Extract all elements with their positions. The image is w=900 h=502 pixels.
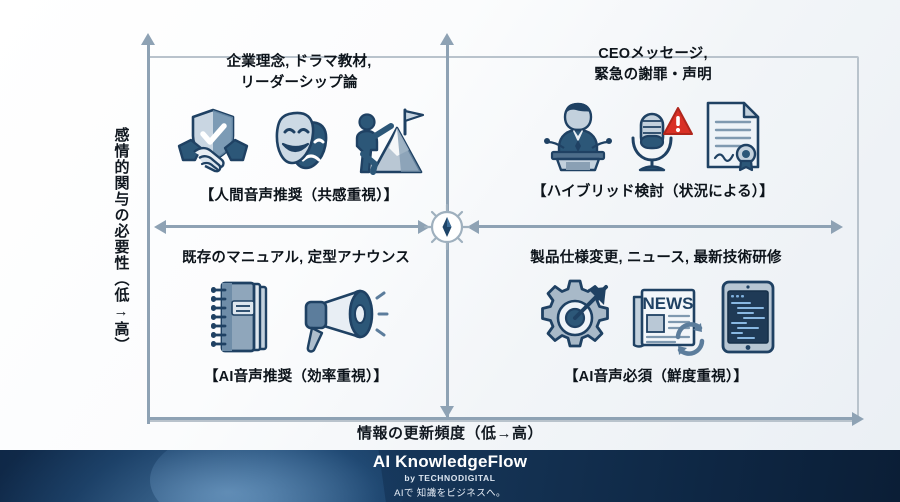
right-divider-arrow-right-icon [831,220,843,234]
megaphone-icon [298,285,389,355]
brand-byline: by TECHNODIGITAL [404,472,496,483]
brand-tagline: AIで 知識をビジネスへ。 [394,487,506,499]
left-divider-arrow-left-icon [154,220,166,234]
y-axis-arrow-up-icon [141,33,155,45]
x-axis-label: 情報の更新頻度（低→高） [356,425,543,442]
quadrant-top-left: 企業理念, ドラマ教材, リーダーシップ論 [160,52,438,205]
right-divider-arrow-left-icon [467,220,479,234]
quadrant-top-left-title: 企業理念, ドラマ教材, リーダーシップ論 [226,54,372,92]
quadrant-bottom-right-caption: 【AI音声必須（鮮度重視）】 [563,369,749,386]
compass-icon [422,202,472,252]
certificate-seal-icon [702,100,764,172]
quadrant-top-left-caption: 【人間音声推奨（共感重視）】 [199,188,399,205]
quadrant-top-right-icons [542,98,764,172]
right-divider-line [478,225,833,228]
handshake-shield-icon [175,106,251,176]
vertical-divider-arrow-up-icon [440,33,454,45]
speaker-podium-icon [542,100,614,172]
quadrant-top-left-icons [175,104,425,176]
news-refresh-icon: NEWS [630,281,705,356]
quadrant-top-right-caption: 【ハイブリッド検討（状況による）】 [532,184,774,201]
x-axis-line [148,417,853,420]
quadrant-bottom-right-icons: NEWS [536,279,776,356]
microphone-alert-icon [624,100,693,172]
quadrant-bottom-left-caption: 【AI音声推奨（効率重視）】 [203,369,389,386]
x-axis-arrow-right-icon [852,412,864,426]
quadrant-bottom-left-icons [208,279,389,355]
y-axis-line [147,44,150,424]
tablet-code-icon [720,279,776,355]
news-label: NEWS [643,294,694,313]
mountain-climber-flag-icon [343,106,425,176]
vertical-divider-arrow-down-icon [440,406,454,418]
quadrant-top-right-title: CEOメッセージ, 緊急の謝罪・声明 [594,46,712,84]
quadrant-top-right: CEOメッセージ, 緊急の謝罪・声明 [458,44,848,201]
y-axis-label: 感情的関与の必要性（低→高） [112,127,130,353]
quadrant-bottom-right: 製品仕様変更, ニュース, 最新技術研修 NEWS [462,248,850,386]
quadrant-bottom-right-title: 製品仕様変更, ニュース, 最新技術研修 [530,250,782,266]
quadrant-bottom-left: 既存のマニュアル, 定型アナウンス [152,248,440,386]
left-divider-line [165,225,420,228]
theater-masks-icon [261,106,333,176]
spiral-manual-icon [208,279,276,355]
footer-swoosh-decoration-2 [150,450,410,502]
brand-title: AI KnowledgeFlow [372,452,528,471]
gear-growth-icon [536,279,614,355]
quadrant-bottom-left-title: 既存のマニュアル, 定型アナウンス [182,250,410,266]
brand-footer: AI KnowledgeFlow by TECHNODIGITAL AIで 知識… [0,450,900,502]
